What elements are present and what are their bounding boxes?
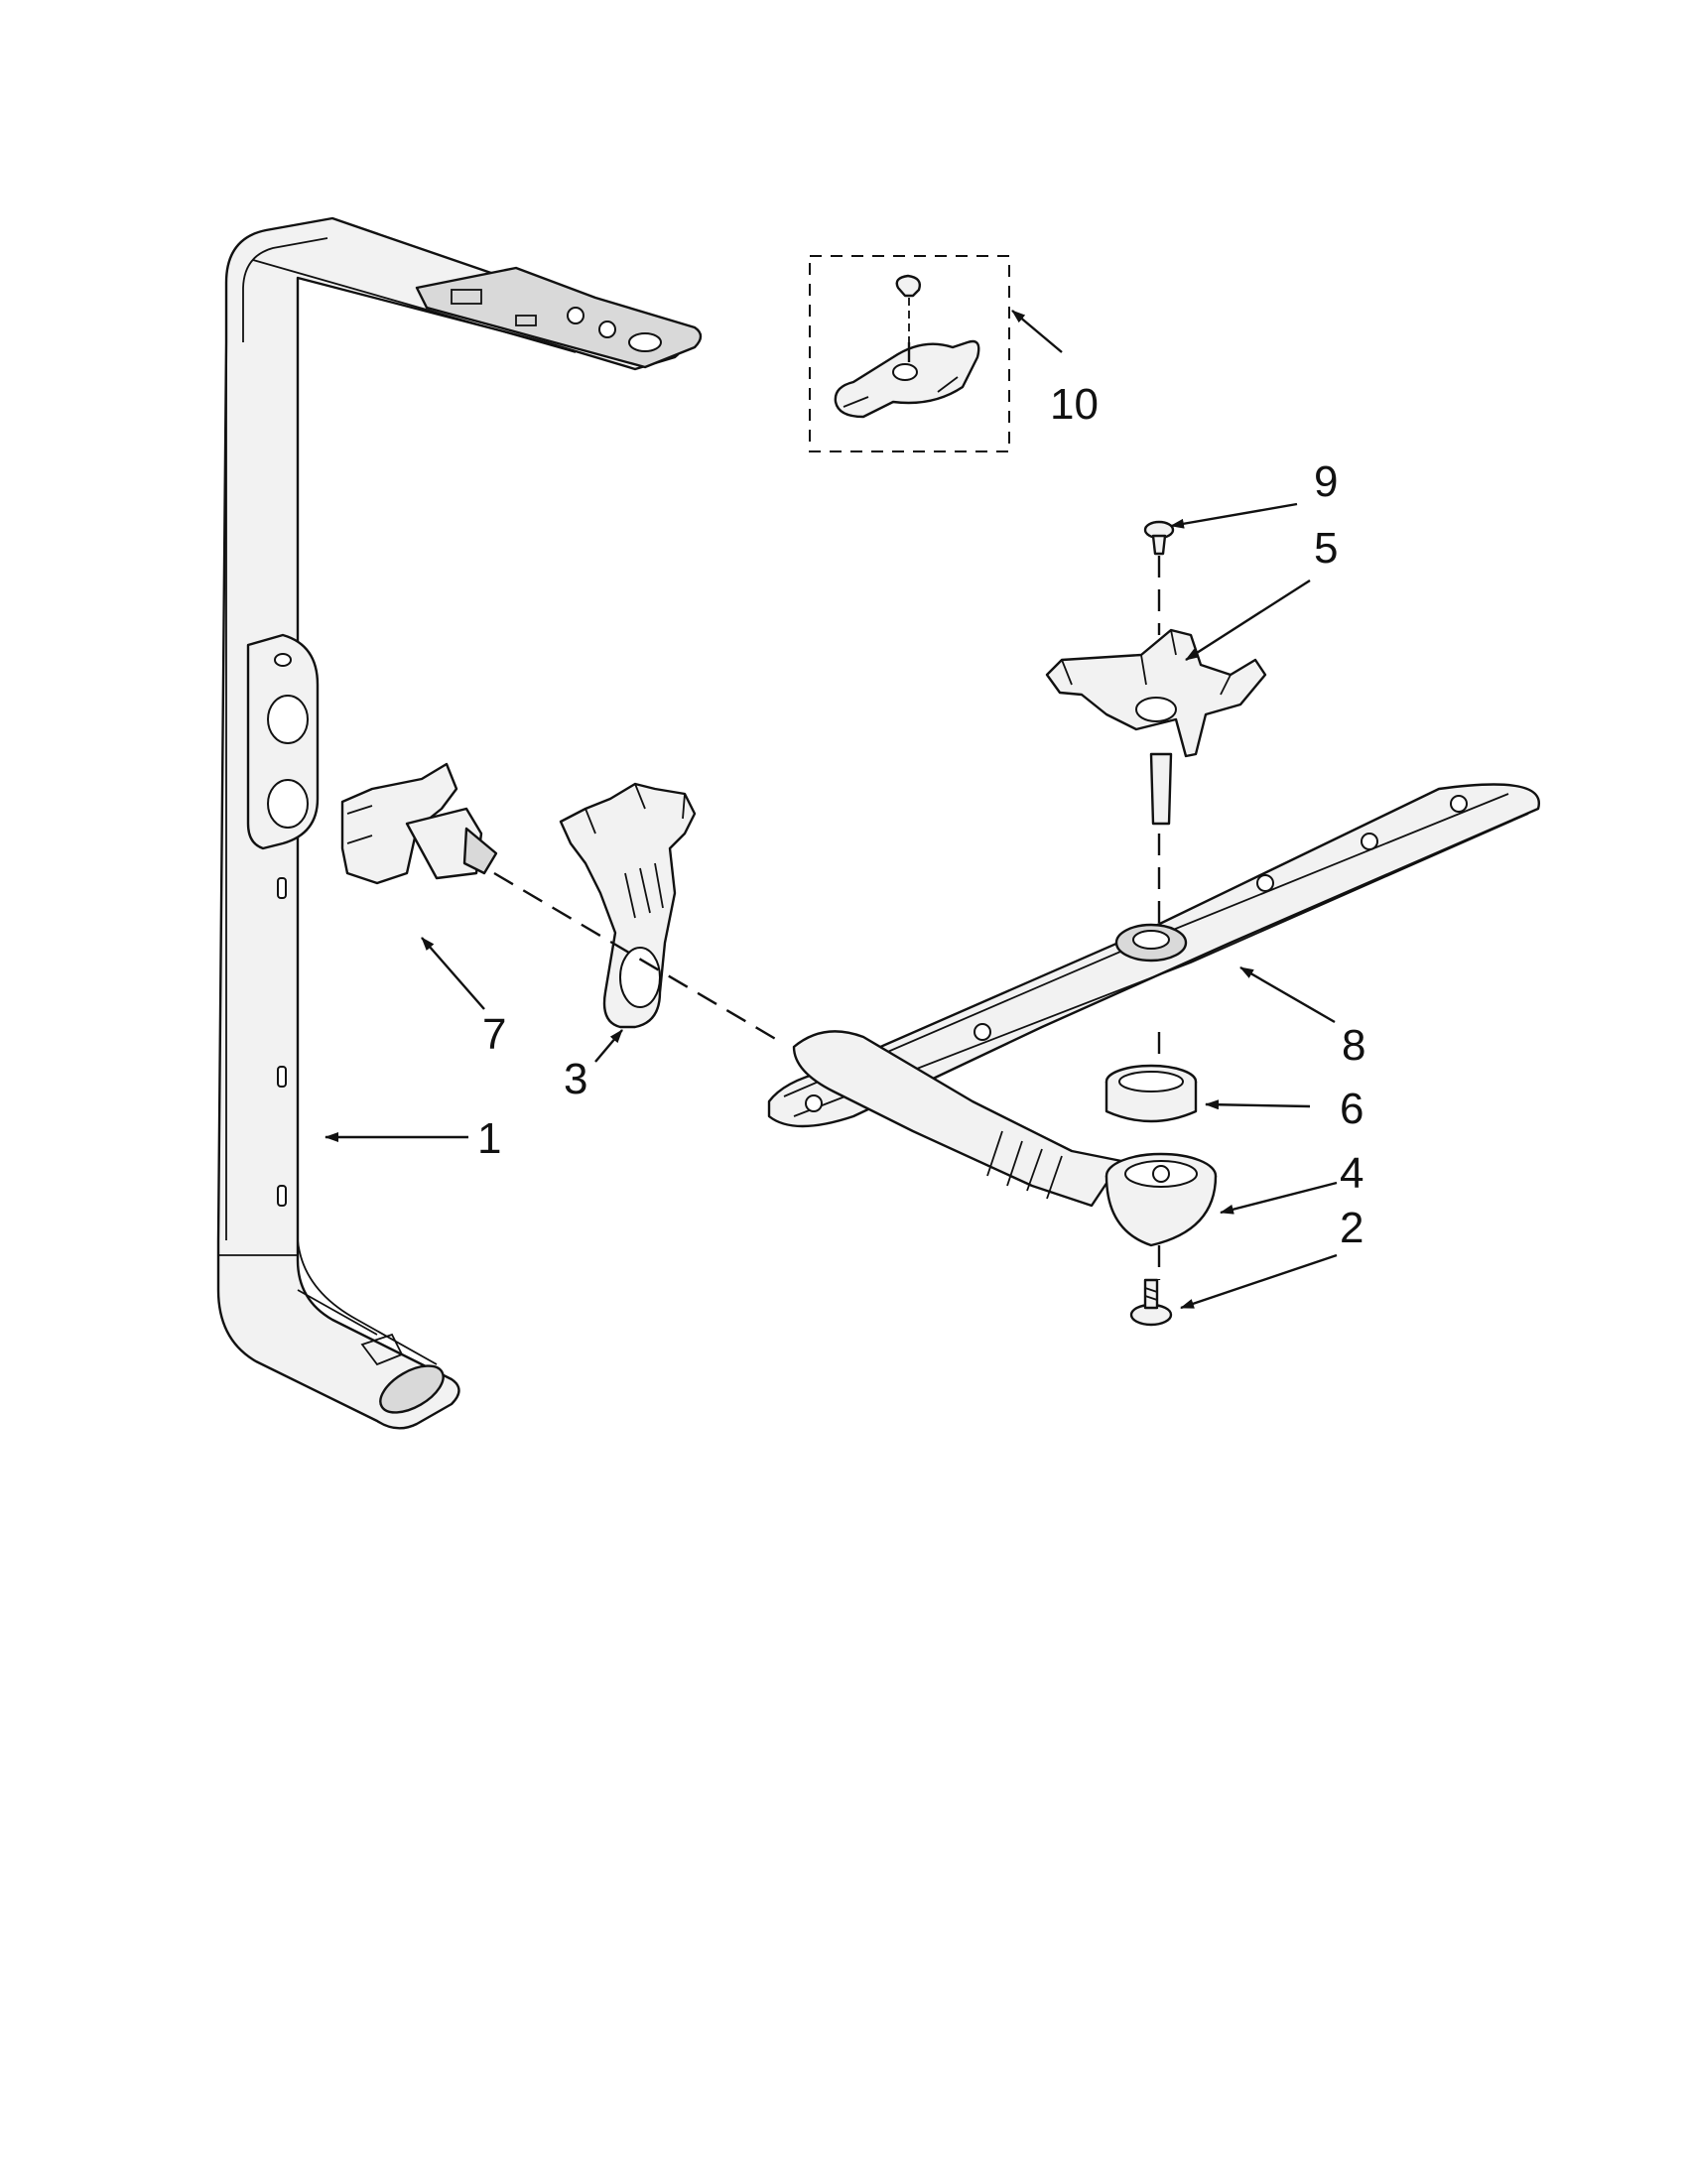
leader-line [594,1029,623,1063]
callout-5: 5 [1314,524,1338,573]
callout-2: 2 [1340,1204,1363,1252]
callout-3: 3 [564,1055,587,1103]
kit-assembly-box [809,255,1010,452]
clip-bracket-icon [559,782,697,1029]
kit-assembly-icon [834,274,980,419]
screw-icon [1143,520,1175,556]
callout-8: 8 [1342,1021,1365,1070]
manifold-tube-icon [216,216,703,1430]
leader-line [1180,1253,1338,1310]
spray-arm-hub-icon [1104,1152,1218,1247]
leader-line [1170,502,1298,529]
callout-9: 9 [1314,457,1338,506]
ring-seal-icon [1104,1064,1198,1123]
assembly-line [493,871,785,1046]
callout-1: 1 [477,1114,501,1163]
spray-arm-icon [767,783,1541,1208]
leader-line [1205,1099,1311,1110]
leader-line [1239,965,1336,1024]
leader-line [421,937,485,1010]
screw-icon [1129,1278,1173,1327]
leader-line [1185,578,1311,662]
spray-arm-mount-icon [1045,628,1267,826]
callout-10: 10 [1050,380,1099,429]
callout-6: 6 [1340,1085,1363,1133]
leader-line [1220,1181,1338,1215]
leader-line [1011,310,1063,353]
valve-connector-icon [340,762,498,885]
callout-7: 7 [482,1010,506,1059]
callout-4: 4 [1340,1149,1363,1198]
